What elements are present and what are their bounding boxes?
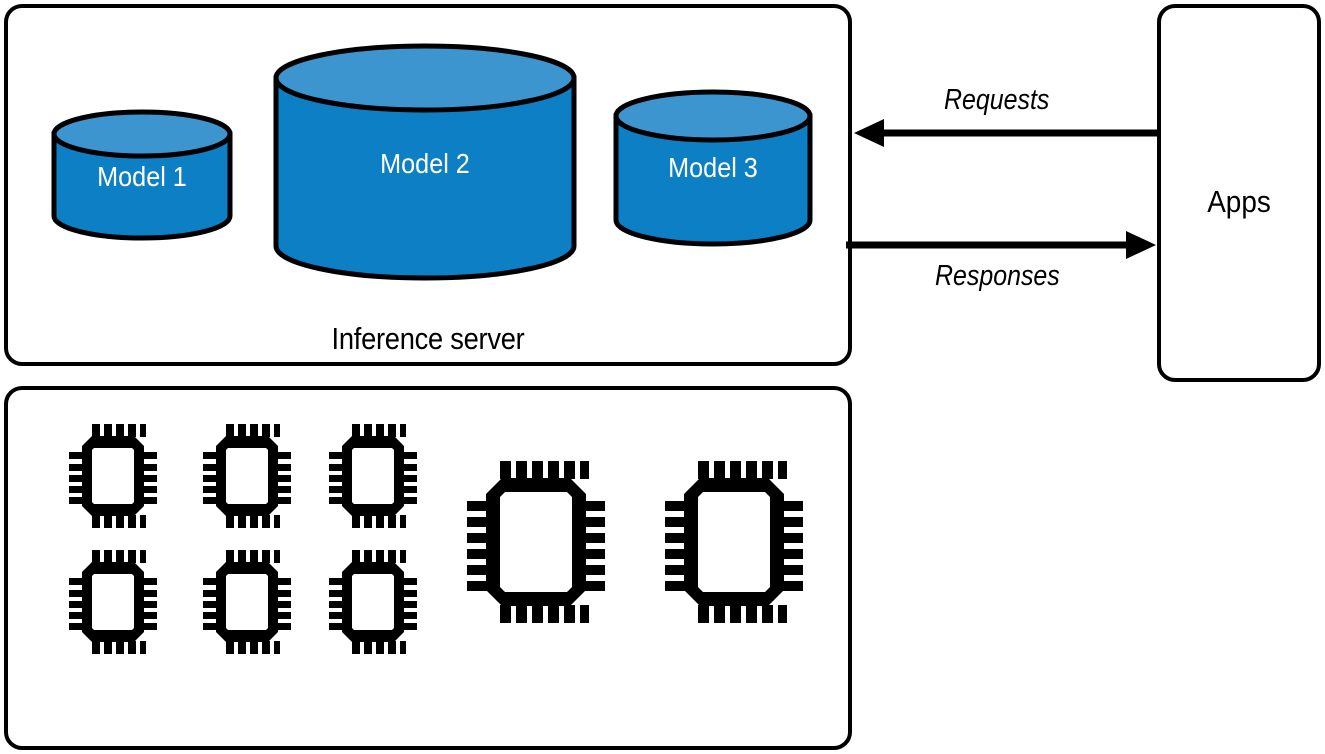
- inference-server-label: Inference server: [331, 321, 525, 356]
- chip-icon-small-1: [58, 422, 168, 530]
- flow-label-requests: Requests: [944, 84, 1050, 116]
- apps-label: Apps: [1207, 184, 1271, 219]
- chip-icon-small-5: [192, 548, 302, 656]
- model-cylinder-1: Model 1: [50, 108, 234, 242]
- apps-panel: Apps: [1157, 4, 1321, 382]
- chip-icon-small-2: [192, 422, 302, 530]
- chip-icon-large-2: [650, 458, 818, 626]
- chip-icon-large-1: [452, 458, 620, 626]
- arrow-left-icon: [852, 118, 1160, 148]
- model-cylinder-2: Model 2: [272, 42, 578, 282]
- flow-label-responses: Responses: [935, 260, 1060, 292]
- chip-icon-small-6: [318, 548, 428, 656]
- hardware-panel: Hardware: [4, 386, 852, 750]
- chip-icon-small-3: [318, 422, 428, 530]
- model-cylinder-3: Model 3: [612, 88, 814, 248]
- arrow-right-icon: [846, 230, 1158, 260]
- chip-icon-small-4: [58, 548, 168, 656]
